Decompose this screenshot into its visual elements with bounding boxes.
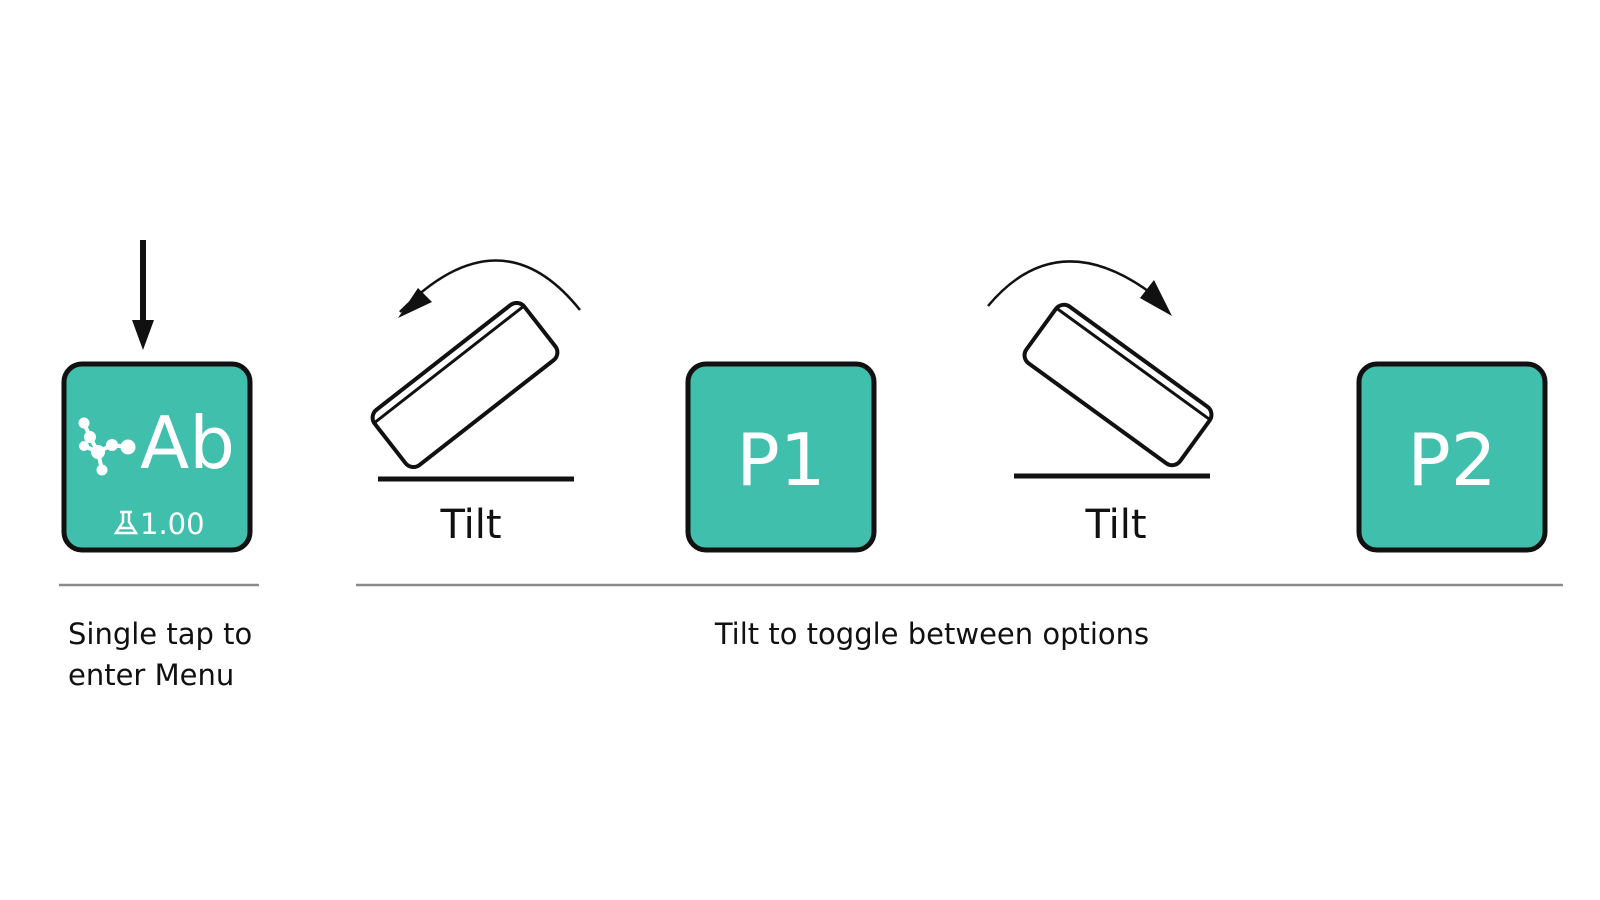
option-tile-p2[interactable]: P2 xyxy=(1356,361,1548,553)
molecule-icon xyxy=(78,417,136,476)
tilt-caption: Tilt to toggle between options xyxy=(714,617,1149,651)
option-tile-p1-label: P1 xyxy=(736,418,825,502)
menu-tile[interactable]: Ab 1.00 xyxy=(61,361,253,553)
menu-tile-title: Ab xyxy=(140,401,235,485)
left-tilt-label: Tilt xyxy=(439,502,501,548)
tap-down-arrow-icon xyxy=(132,240,154,350)
curved-arrow-left-head-icon xyxy=(398,288,432,318)
option-tile-p2-label: P2 xyxy=(1407,418,1496,502)
right-tilt-label: Tilt xyxy=(1084,502,1146,548)
right-tilt-graphic: Tilt xyxy=(987,260,1214,548)
menu-tile-value: 1.00 xyxy=(140,507,205,541)
tap-caption-line-1: Single tap to xyxy=(68,617,252,651)
curved-arrow-right-head-icon xyxy=(1140,280,1172,316)
tilted-device-left-icon xyxy=(370,300,560,470)
curved-arrow-right-icon xyxy=(987,260,1161,307)
tilted-device-right-icon xyxy=(1022,302,1214,468)
left-tilt-graphic: Tilt xyxy=(370,259,581,548)
option-tile-p1[interactable]: P1 xyxy=(685,361,877,553)
tap-caption-line-2: enter Menu xyxy=(68,658,234,692)
curved-arrow-left-icon xyxy=(399,259,581,313)
flask-icon xyxy=(113,510,139,535)
